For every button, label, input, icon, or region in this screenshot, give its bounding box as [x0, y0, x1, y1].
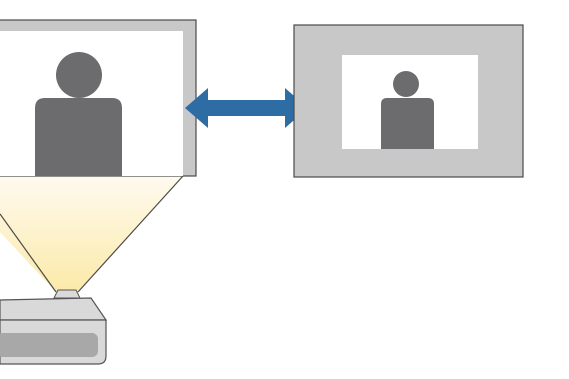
beam-edge-left — [0, 213, 57, 293]
projector-lens — [53, 289, 81, 299]
projector-panel — [0, 333, 98, 357]
double-arrow-icon — [185, 88, 308, 128]
person-icon-small — [381, 71, 434, 149]
monitor-screen — [293, 24, 524, 178]
projected-screen — [0, 19, 197, 177]
projector-icon — [0, 289, 108, 365]
projector-top — [0, 297, 108, 321]
person-icon — [35, 52, 122, 176]
projection-beam — [0, 176, 183, 292]
beam-edge-right — [77, 175, 184, 293]
